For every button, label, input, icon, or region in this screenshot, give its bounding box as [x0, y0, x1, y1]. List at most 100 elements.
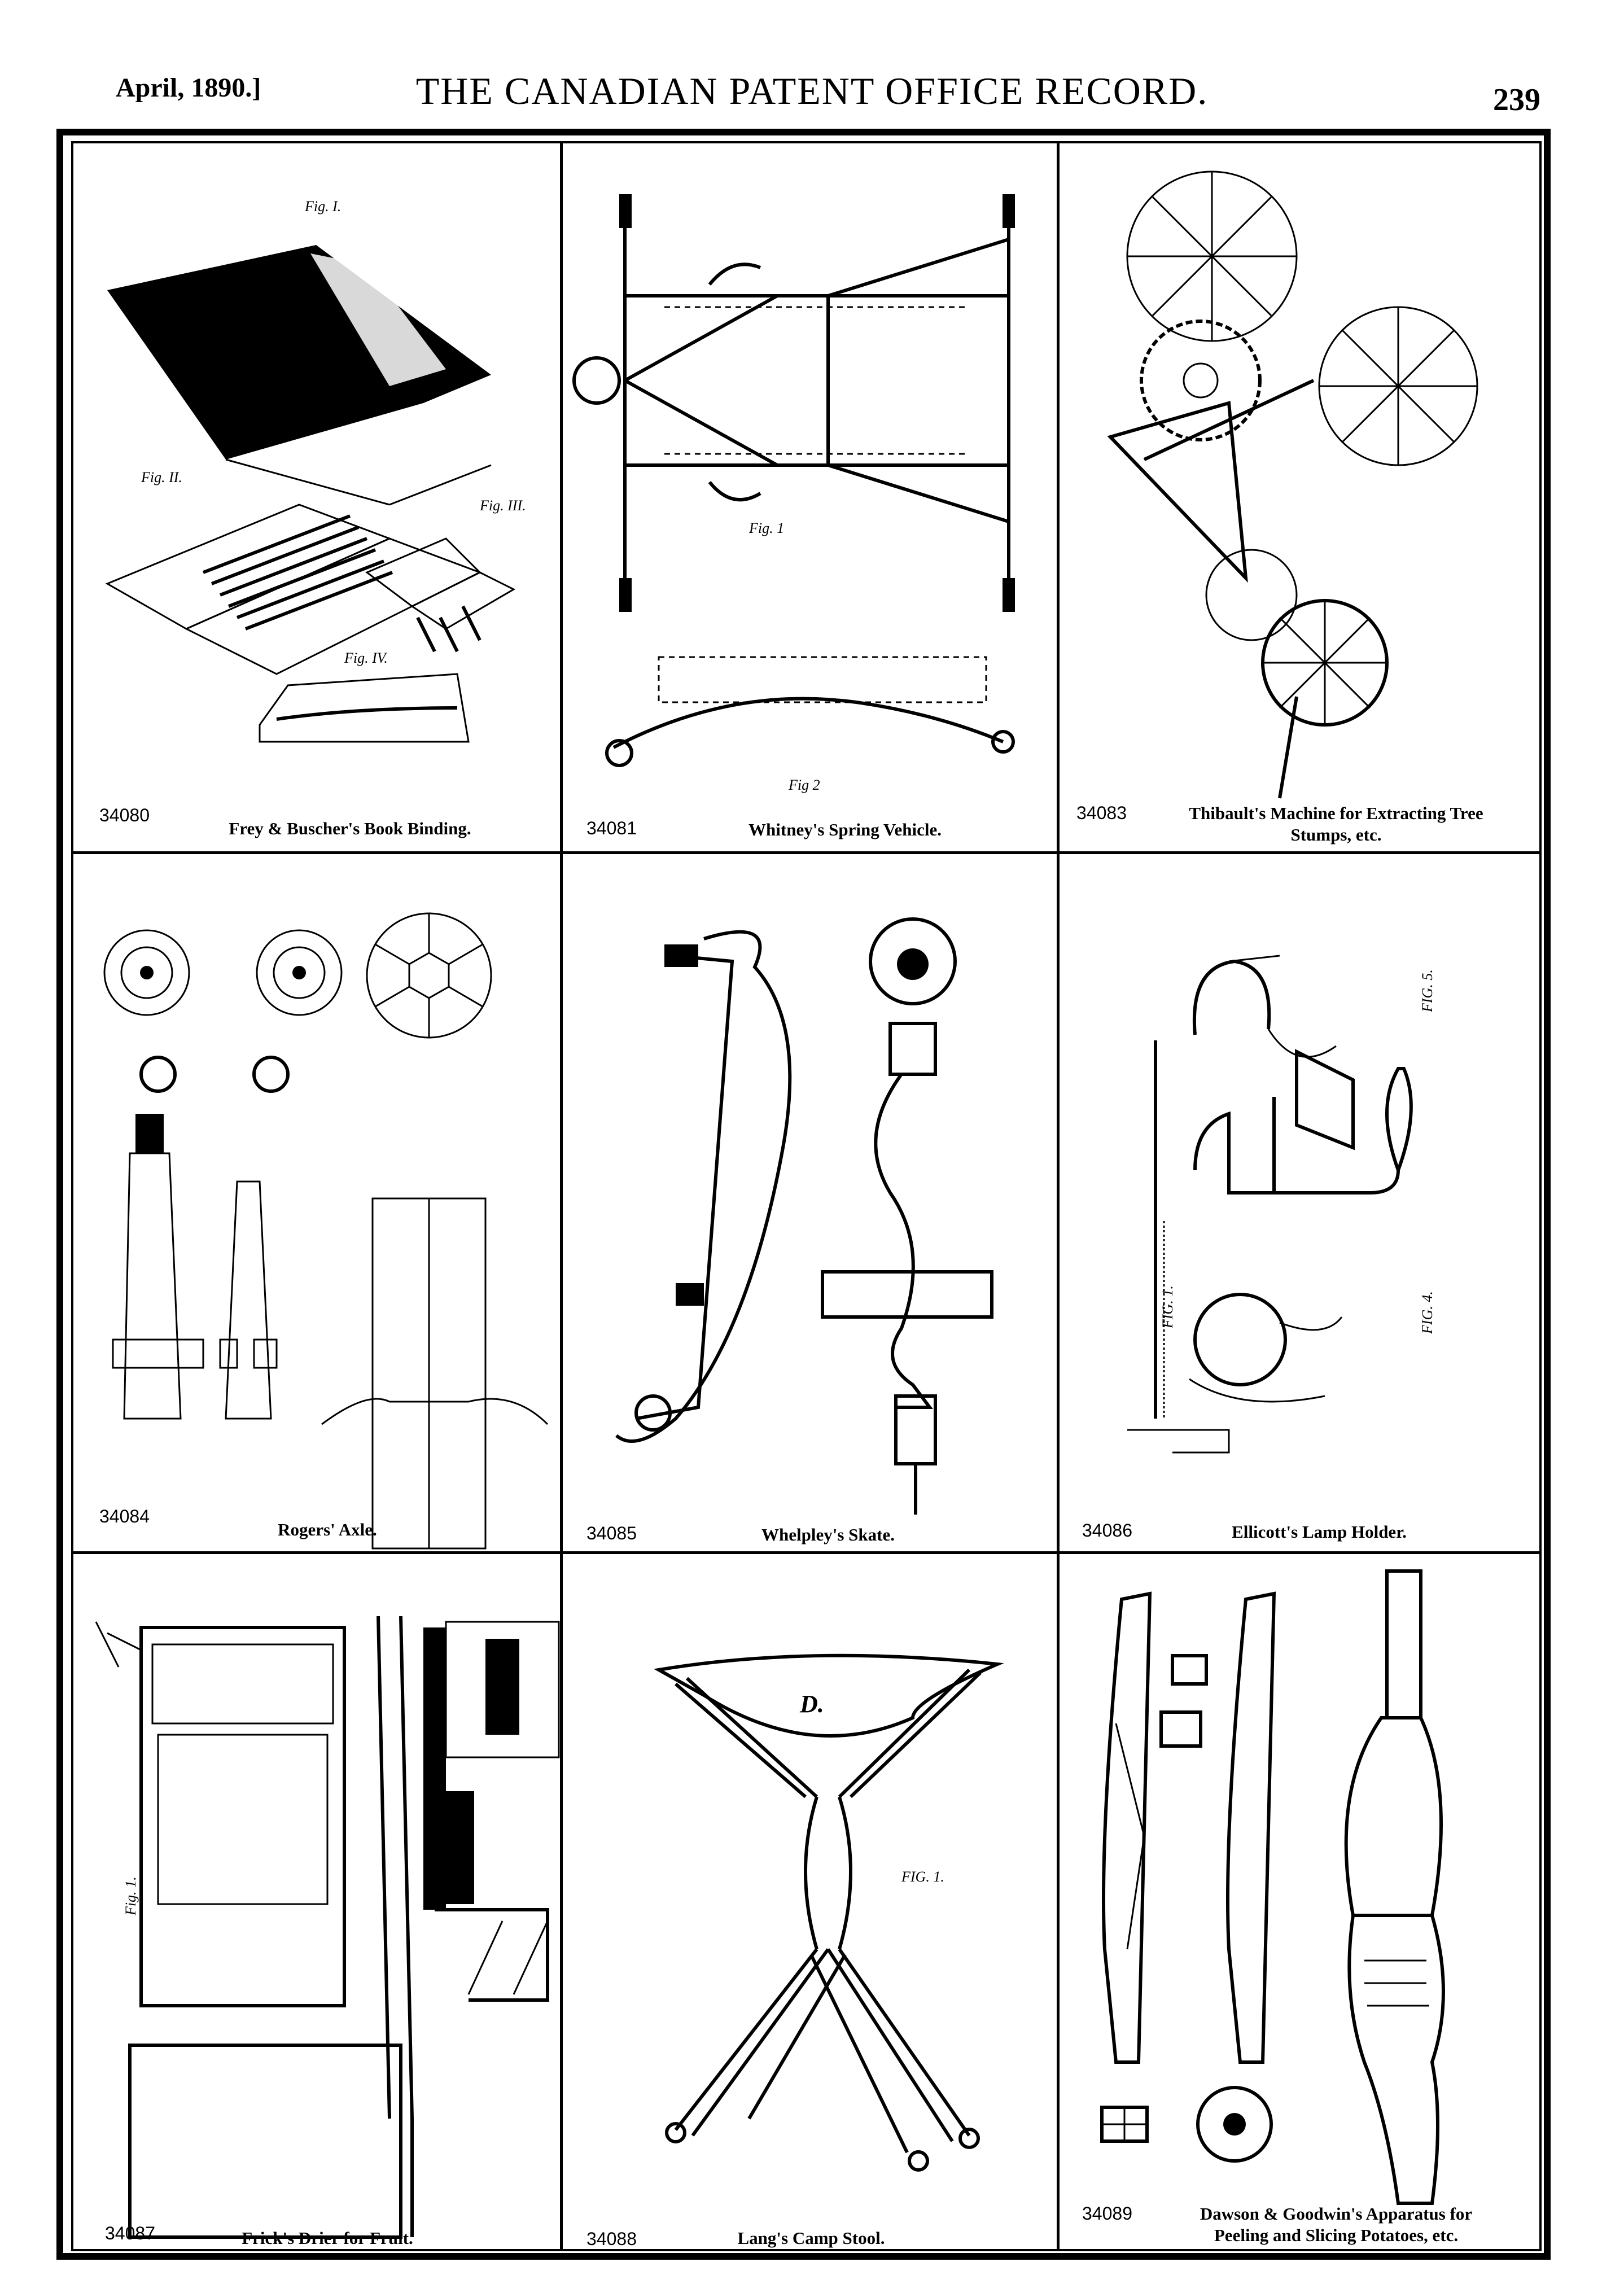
patent-title-line: Stumps, etc.	[1290, 825, 1382, 845]
fig1-shaft	[1385, 1569, 1422, 1719]
drier-base	[128, 2044, 402, 2239]
flue-pipes	[377, 1616, 414, 2119]
fig5-clip	[1192, 959, 1271, 1035]
publication-title: THE CANADIAN PATENT OFFICE RECORD.	[415, 69, 1209, 112]
patent-cell-34085: 34085 Whelpley's Skate.	[563, 854, 1057, 1551]
fruit-drier-drawing: Fig. 1.	[95, 1616, 560, 2239]
lamp-globe	[1295, 1049, 1355, 1150]
patent-title-line: Thibault's Machine for Extracting Tree	[1189, 803, 1483, 823]
patent-cell-34086: FIG. 5. FIG. 4. FIG. 1. 34086 Ellicott's…	[1060, 854, 1539, 1551]
patent-title: Thibault's Machine for Extracting Tree S…	[1139, 803, 1534, 846]
wheel	[572, 356, 621, 405]
drier-cabinet	[139, 1626, 346, 2007]
patent-title: Frick's Drier for Fruit.	[242, 2228, 413, 2248]
fig2-stitches	[202, 514, 393, 631]
patent-title: Rogers' Axle.	[278, 1520, 377, 1539]
skate-frame	[636, 954, 734, 1420]
reach-bars	[624, 294, 778, 467]
leg	[838, 1668, 982, 1799]
patent-number: 34087	[105, 2223, 155, 2243]
hub-disk	[256, 929, 343, 1016]
stump-extractor-drawing	[1107, 170, 1478, 799]
toe-clamp	[869, 917, 957, 1005]
skate-drawing	[615, 917, 993, 1515]
patent-title: Ellicott's Lamp Holder.	[1232, 1522, 1407, 1542]
fig5-disk	[1196, 2086, 1273, 2163]
fig2-spring	[612, 697, 1004, 749]
fig2-body-outline	[658, 656, 987, 703]
fig1-blade	[1347, 1915, 1445, 2205]
patent-cell-34087: Fig. 1. 34087 Frick's Drier for Fruit.	[73, 1554, 560, 2251]
potato-peeler-drawing	[1100, 1569, 1445, 2205]
hub-disk	[103, 929, 190, 1016]
patent-number: 34089	[1082, 2203, 1132, 2224]
fig-label: FIG. 1.	[1159, 1285, 1176, 1329]
patent-number: 34086	[1082, 1520, 1132, 1541]
gear-wheel	[1140, 320, 1262, 441]
nut	[139, 1056, 177, 1093]
furnace	[445, 1621, 560, 1758]
patent-number: 34080	[99, 805, 150, 825]
fig6-clip	[1171, 1654, 1208, 1686]
clamp-block	[888, 1022, 937, 1076]
row-divider-2	[71, 1551, 1542, 1554]
camp-stool-drawing: D. FIG. 1.	[654, 1653, 1004, 2172]
row-divider-1	[71, 851, 1542, 854]
spring-vehicle-drawing: Fig. 1 Fig 2	[572, 194, 1015, 793]
lamp-holder-drawing: FIG. 5. FIG. 4. FIG. 1.	[1127, 955, 1435, 1454]
fig-label: Fig. IV.	[344, 650, 388, 666]
fig-label: Fig. III.	[479, 497, 526, 514]
fig1-book-board	[107, 245, 491, 460]
frame	[1107, 401, 1248, 583]
heel-band	[821, 1270, 993, 1319]
issue-date: April, 1890.]	[116, 73, 261, 103]
fig-label: Fig 2	[788, 777, 820, 793]
threaded-end	[135, 1114, 164, 1153]
patent-title: Whelpley's Skate.	[761, 1525, 895, 1544]
inner-frame	[71, 141, 1542, 2251]
leg	[674, 1948, 830, 2137]
page-number: 239	[1493, 82, 1540, 117]
page-header: April, 1890.] THE CANADIAN PATENT OFFICE…	[0, 0, 1624, 124]
fig4-spine	[259, 673, 470, 743]
patent-title-line: Dawson & Goodwin's Apparatus for	[1200, 2204, 1473, 2224]
outer-frame	[56, 129, 1551, 2260]
patent-title: Dawson & Goodwin's Apparatus for Peeling…	[1139, 2203, 1534, 2246]
patent-cell-34088: D. FIG. 1. 34088 Lang's Camp Stool.	[563, 1554, 1057, 2251]
column-divider-2	[1057, 141, 1060, 2251]
axle-drawing	[103, 912, 549, 1550]
spindle	[225, 1180, 272, 1420]
stool-seat	[654, 1653, 1004, 1738]
lamp-chimney	[1385, 1067, 1413, 1175]
patent-title: Frey & Buscher's Book Binding.	[229, 819, 471, 838]
patent-title: Lang's Camp Stool.	[737, 2228, 885, 2248]
fig4-ring	[1193, 1293, 1287, 1386]
fig3-folder	[365, 537, 481, 607]
patent-number: 34085	[586, 1523, 637, 1543]
fig-label: FIG. 4.	[1419, 1291, 1435, 1334]
patent-cell-34083: 34083 Thibault's Machine for Extracting …	[1060, 143, 1539, 851]
lamp-arm	[1193, 1111, 1400, 1194]
nut	[252, 1056, 290, 1093]
lower-wheel	[1205, 549, 1298, 641]
leg	[675, 1677, 818, 1799]
skate-blade	[615, 930, 792, 1443]
patent-number: 34083	[1076, 803, 1127, 823]
seat-label: D.	[799, 1690, 824, 1718]
body-frame	[623, 294, 1010, 467]
patent-cell-34084: 34084 Rogers' Axle.	[73, 854, 560, 1551]
patent-cell-34081: Fig. 1 Fig 2 34081 Whitney's Spring Vehi…	[563, 143, 1057, 851]
stool-hub	[804, 1796, 852, 1950]
leg	[826, 1948, 971, 2142]
column-divider-1	[560, 141, 563, 2251]
patent-cell-34089: 34089 Dawson & Goodwin's Apparatus for P…	[1060, 1554, 1539, 2251]
patent-title: Whitney's Spring Vehicle.	[748, 820, 942, 839]
fig-label: FIG. 1.	[901, 1869, 944, 1885]
fig2-sheet	[105, 504, 392, 630]
fig2-blade	[1102, 1591, 1152, 2064]
patent-cell-34080: Fig. I. Fig. II. Fig. III. Fig. IV. 3408…	[73, 143, 560, 851]
spindle	[123, 1152, 182, 1420]
fig-label: Fig. 1	[748, 520, 784, 536]
patent-number: 34081	[586, 818, 637, 838]
patent-number: 34084	[99, 1506, 150, 1526]
